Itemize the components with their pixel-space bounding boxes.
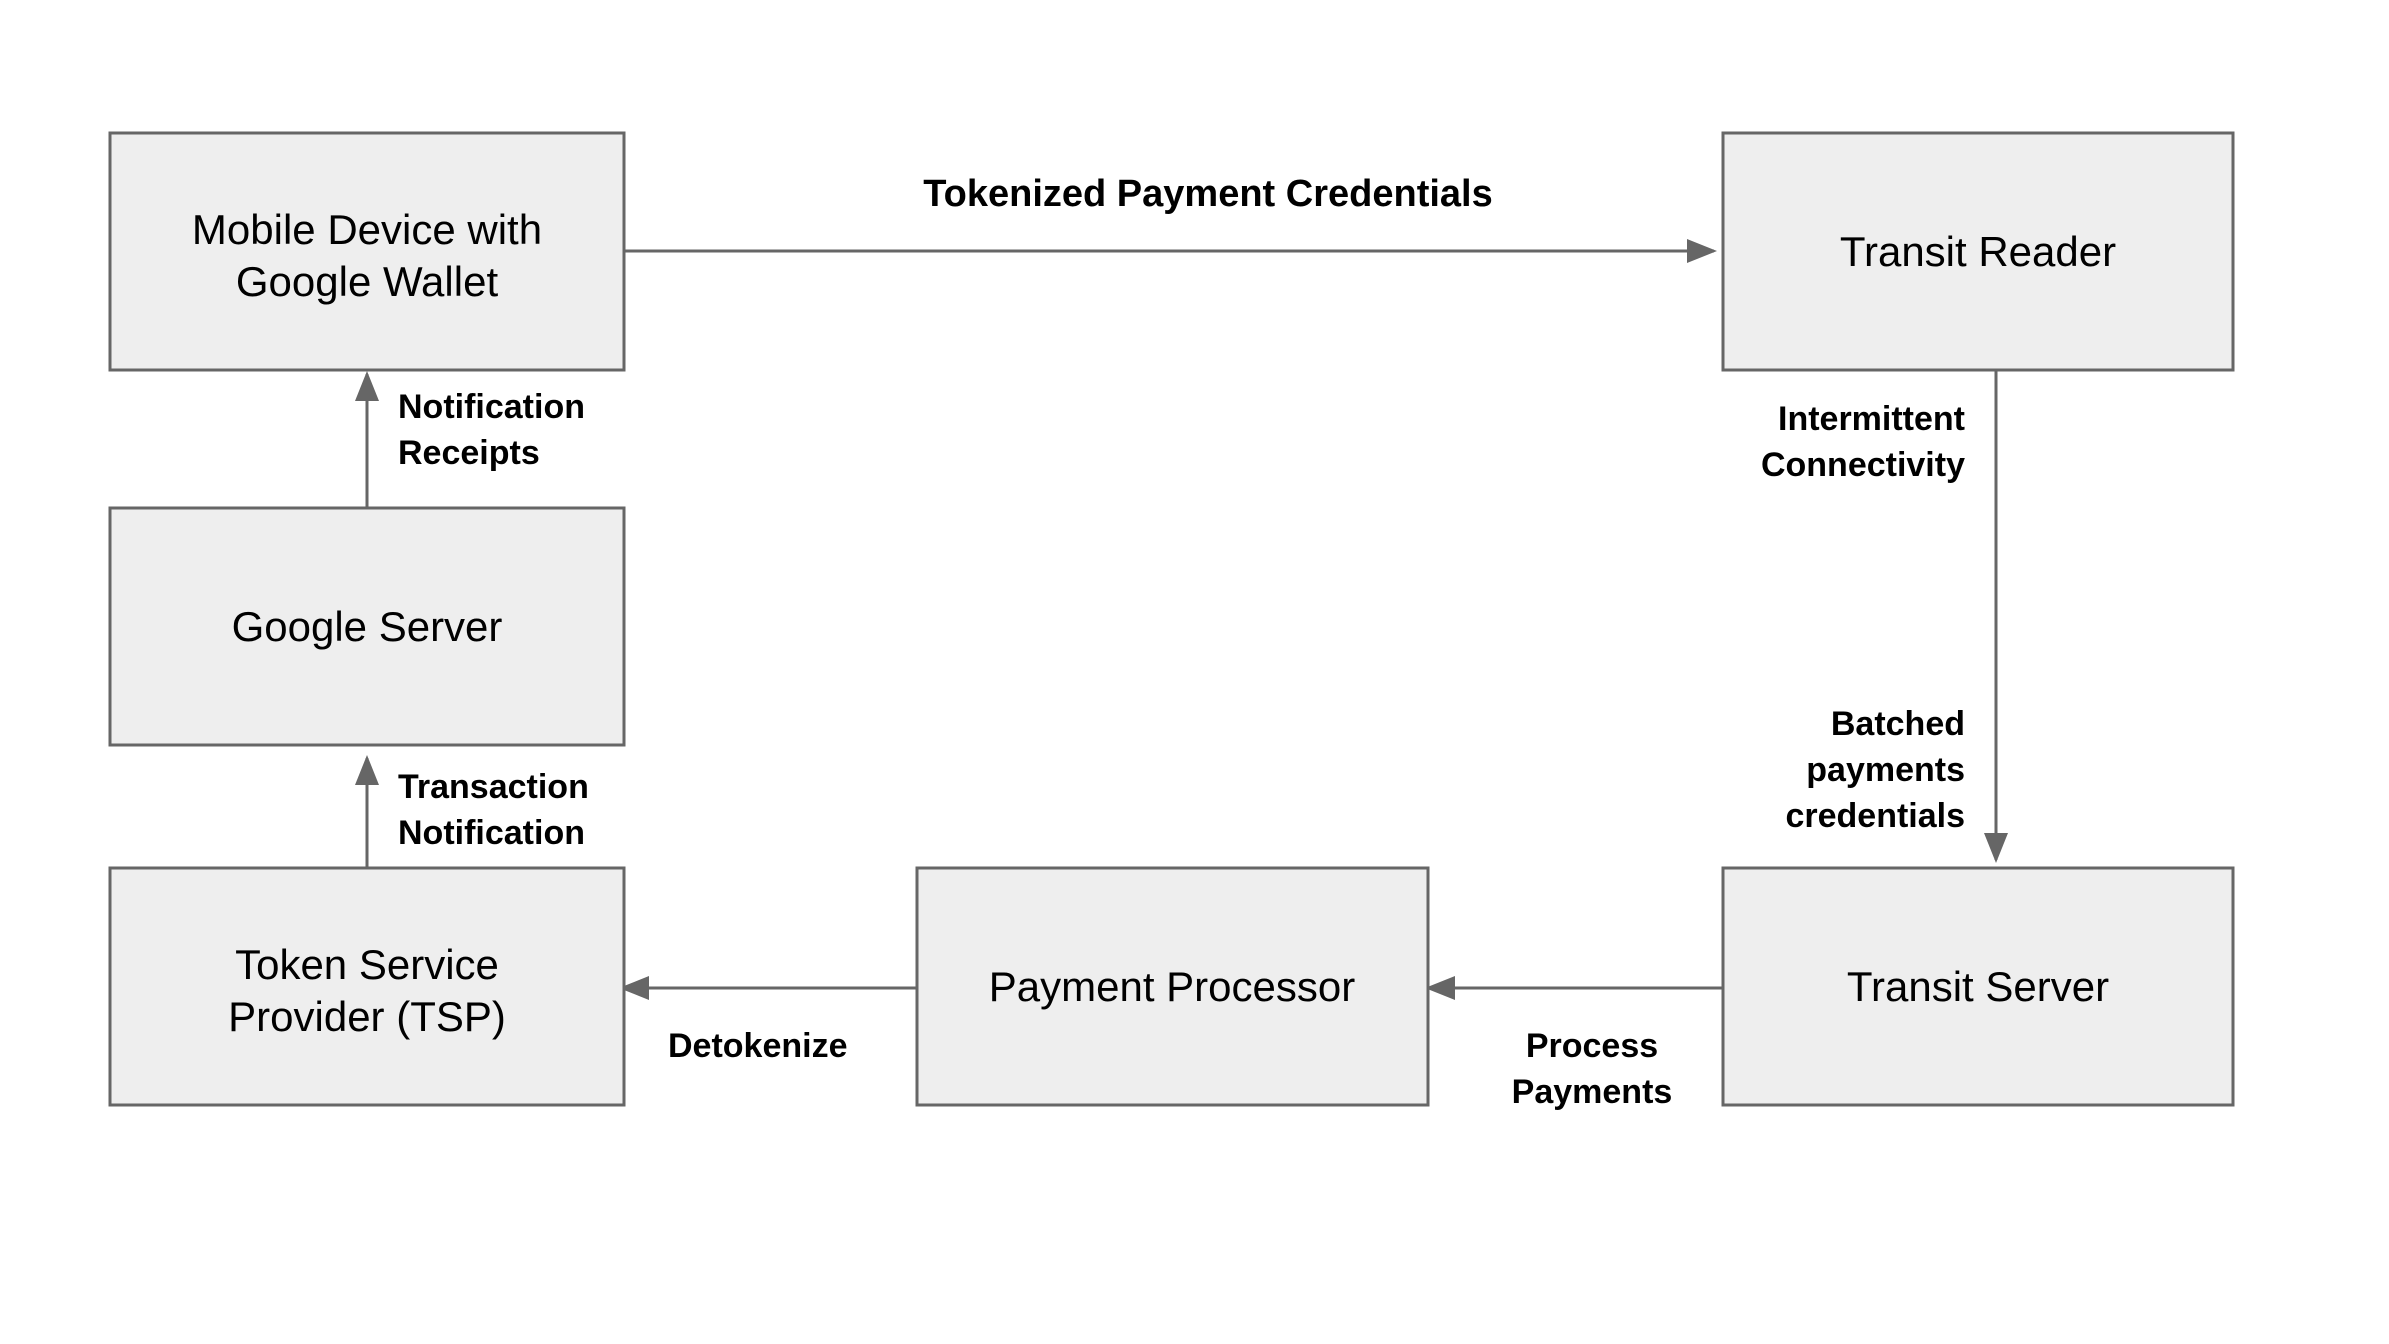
node-label-payment-processor: Payment Processor <box>989 963 1355 1010</box>
node-box-transit-server[interactable] <box>1721 866 2235 1107</box>
edge-label-notification-receipts-line1: Notification <box>398 388 585 426</box>
node-token-service-provider[interactable]: Token Service Provider (TSP) <box>108 866 626 1107</box>
node-transit-server[interactable]: Transit Server <box>1721 866 2235 1107</box>
node-box-mobile-device[interactable] <box>108 131 626 372</box>
edge-tokenized-payment-credentials: Tokenized Payment Credentials <box>624 173 1717 263</box>
edge-label-batched-payments-credentials-line2: payments <box>1806 751 1965 789</box>
edge-label-process-payments-line2: Payments <box>1512 1073 1673 1111</box>
edge-label-notification-receipts-line2: Receipts <box>398 434 540 472</box>
edge-label-process-payments-line1: Process <box>1526 1027 1658 1065</box>
node-transit-reader[interactable]: Transit Reader <box>1721 131 2235 372</box>
edge-label-detokenize: Detokenize <box>668 1027 848 1065</box>
edge-label-batched-payments-credentials-line3: credentials <box>1785 797 1965 835</box>
node-label-google-server: Google Server <box>232 603 503 650</box>
node-label-mobile-device-line1: Mobile Device with <box>192 206 542 253</box>
node-box-token-service-provider[interactable] <box>108 866 626 1107</box>
node-label-transit-server: Transit Server <box>1847 963 2109 1010</box>
node-google-server[interactable]: Google Server <box>108 506 626 747</box>
node-label-tsp-line1: Token Service <box>235 941 499 988</box>
edge-transit-reader-to-transit-server: Intermittent Connectivity Batched paymen… <box>1761 366 2008 863</box>
edge-label-intermittent-connectivity-line2: Connectivity <box>1761 446 1965 484</box>
edge-transaction-notification: Transaction Notification <box>355 755 589 868</box>
node-label-tsp-line2: Provider (TSP) <box>228 993 506 1040</box>
node-mobile-device-with-google-wallet[interactable]: Mobile Device with Google Wallet <box>108 131 626 372</box>
edge-label-transaction-notification-line1: Transaction <box>398 768 589 806</box>
node-box-google-server[interactable] <box>108 506 626 747</box>
node-label-transit-reader: Transit Reader <box>1840 228 2116 275</box>
edge-label-transaction-notification-line2: Notification <box>398 814 585 852</box>
edge-label-tokenized-payment-credentials: Tokenized Payment Credentials <box>923 173 1492 215</box>
node-payment-processor[interactable]: Payment Processor <box>915 866 1430 1107</box>
node-box-payment-processor[interactable] <box>915 866 1430 1107</box>
edge-label-batched-payments-credentials-line1: Batched <box>1831 705 1965 743</box>
edge-process-payments: Process Payments <box>1425 976 1723 1111</box>
node-label-mobile-device-line2: Google Wallet <box>236 258 499 305</box>
edge-label-intermittent-connectivity-line1: Intermittent <box>1778 400 1965 438</box>
node-box-transit-reader[interactable] <box>1721 131 2235 372</box>
edge-notification-receipts: Notification Receipts <box>355 371 585 508</box>
edge-detokenize: Detokenize <box>619 976 917 1065</box>
